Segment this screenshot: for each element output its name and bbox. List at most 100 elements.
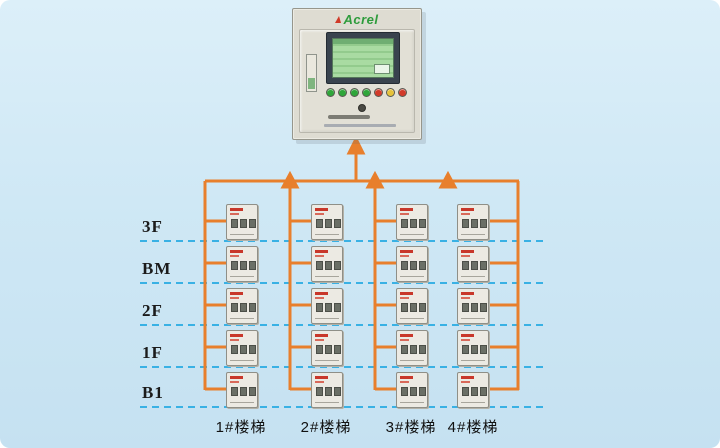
level-indicator: [306, 54, 317, 92]
device-terminals: [316, 261, 341, 270]
control-cabinet: Acrel: [292, 8, 422, 140]
door-monitor-device: [457, 204, 489, 240]
floor-dashed-line: [140, 366, 548, 368]
device-base-line: [230, 318, 254, 319]
terminal-icon: [410, 261, 417, 270]
terminal-icon: [410, 219, 417, 228]
device-terminals: [231, 219, 256, 228]
staircase-label: 1#楼梯: [215, 419, 267, 436]
device-terminals: [462, 219, 487, 228]
device-model-mark: [400, 213, 409, 215]
terminal-icon: [480, 387, 487, 396]
door-monitor-device: [311, 330, 343, 366]
device-brand-mark: [400, 208, 413, 211]
device-brand-mark: [400, 376, 413, 379]
device-brand-mark: [461, 376, 474, 379]
device-model-mark: [461, 255, 470, 257]
staircase-label: 2#楼梯: [300, 419, 352, 436]
device-base-line: [400, 318, 424, 319]
terminal-icon: [471, 219, 478, 228]
terminal-icon: [334, 387, 341, 396]
device-terminals: [316, 219, 341, 228]
staircase-label: 4#楼梯: [447, 419, 499, 436]
device-model-mark: [315, 213, 324, 215]
terminal-icon: [231, 219, 238, 228]
door-monitor-device: [457, 246, 489, 282]
terminal-icon: [419, 303, 426, 312]
up-arrow-icon: [438, 170, 458, 189]
indicator-led: [326, 88, 335, 97]
terminal-icon: [316, 303, 323, 312]
floor-dashed-line: [140, 406, 548, 408]
door-monitor-device: [396, 330, 428, 366]
device-model-mark: [230, 297, 239, 299]
device-model-mark: [461, 297, 470, 299]
device-base-line: [461, 360, 485, 361]
device-brand-mark: [230, 208, 243, 211]
device-model-mark: [400, 255, 409, 257]
terminal-icon: [240, 219, 247, 228]
terminal-icon: [240, 345, 247, 354]
terminal-icon: [401, 261, 408, 270]
device-terminals: [316, 303, 341, 312]
device-model-mark: [315, 339, 324, 341]
device-terminals: [462, 387, 487, 396]
terminal-icon: [231, 303, 238, 312]
door-monitor-device: [311, 204, 343, 240]
terminal-icon: [462, 303, 469, 312]
terminal-icon: [316, 387, 323, 396]
device-terminals: [462, 303, 487, 312]
terminal-icon: [249, 387, 256, 396]
terminal-icon: [419, 261, 426, 270]
door-monitor-device: [396, 288, 428, 324]
device-model-mark: [230, 381, 239, 383]
device-terminals: [462, 345, 487, 354]
device-base-line: [315, 234, 339, 235]
terminal-icon: [410, 387, 417, 396]
terminal-icon: [316, 219, 323, 228]
device-brand-mark: [315, 334, 328, 337]
floor-label: 3F: [142, 217, 163, 236]
device-terminals: [462, 261, 487, 270]
device-brand-mark: [230, 376, 243, 379]
device-base-line: [230, 234, 254, 235]
terminal-icon: [316, 261, 323, 270]
floor-dashed-line: [140, 240, 548, 242]
terminal-icon: [334, 219, 341, 228]
terminal-icon: [462, 219, 469, 228]
device-model-mark: [315, 381, 324, 383]
device-terminals: [401, 261, 426, 270]
device-base-line: [461, 234, 485, 235]
device-model-mark: [400, 381, 409, 383]
terminal-icon: [334, 345, 341, 354]
staircase-label: 3#楼梯: [385, 419, 437, 436]
floor-label: B1: [142, 383, 164, 402]
door-monitor-device: [226, 372, 258, 408]
floor-label: 2F: [142, 301, 163, 320]
cabinet-front-panel: [299, 29, 415, 133]
device-model-mark: [461, 213, 470, 215]
terminal-icon: [410, 345, 417, 354]
device-base-line: [461, 402, 485, 403]
floor-dashed-line: [140, 324, 548, 326]
door-monitor-device: [457, 288, 489, 324]
terminal-icon: [231, 345, 238, 354]
up-arrow-icon: [280, 170, 300, 189]
floor-label: BM: [142, 259, 172, 278]
terminal-icon: [480, 303, 487, 312]
level-indicator-fill: [308, 78, 315, 89]
device-model-mark: [230, 213, 239, 215]
door-monitor-device: [226, 330, 258, 366]
terminal-icon: [240, 261, 247, 270]
terminal-icon: [249, 219, 256, 228]
terminal-icon: [401, 345, 408, 354]
device-terminals: [316, 387, 341, 396]
device-brand-mark: [315, 208, 328, 211]
device-terminals: [231, 261, 256, 270]
up-arrow-icon: [346, 135, 366, 155]
terminal-icon: [462, 387, 469, 396]
device-base-line: [230, 360, 254, 361]
device-model-mark: [461, 381, 470, 383]
device-brand-mark: [230, 250, 243, 253]
device-brand-mark: [230, 334, 243, 337]
